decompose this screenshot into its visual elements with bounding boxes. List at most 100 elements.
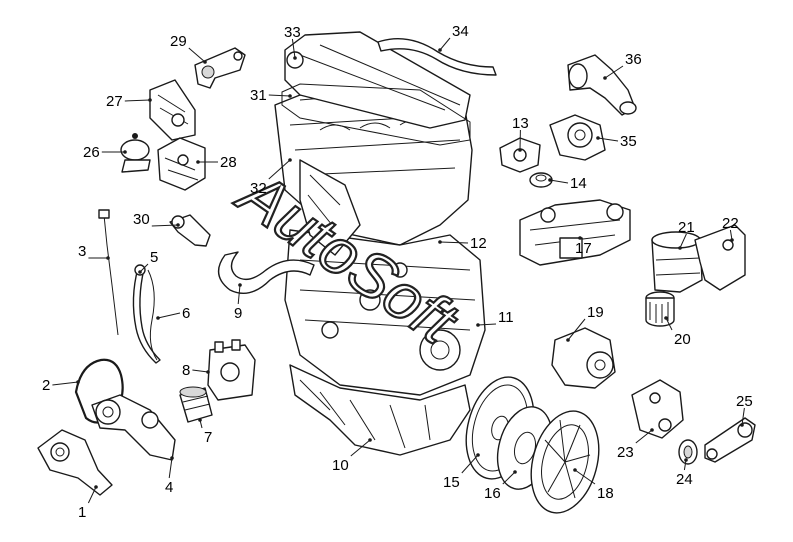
callout-number-19: 19 bbox=[587, 304, 604, 321]
leader-line-9 bbox=[237, 284, 241, 305]
mount-bracket-part-23 bbox=[631, 379, 684, 439]
leader-dot-16 bbox=[513, 470, 517, 474]
callout-number-5: 5 bbox=[150, 249, 158, 266]
leader-dot-13 bbox=[518, 148, 522, 152]
leader-line-16 bbox=[502, 471, 516, 485]
dipstick-part-3 bbox=[98, 209, 119, 336]
leader-dot-31 bbox=[288, 94, 292, 98]
leader-dot-27 bbox=[148, 98, 152, 102]
oil-filter-adapter-part-8 bbox=[207, 339, 256, 401]
callout-number-36: 36 bbox=[625, 51, 642, 68]
oil-filter-part-7 bbox=[179, 386, 213, 423]
filter-element-part-20 bbox=[645, 291, 675, 327]
leader-dot-5 bbox=[138, 270, 142, 274]
bushing-part-24 bbox=[678, 439, 698, 465]
leader-line-11 bbox=[477, 323, 497, 326]
engine-mount-part-29 bbox=[194, 47, 246, 89]
callout-number-22: 22 bbox=[722, 215, 739, 232]
leader-dot-35 bbox=[596, 136, 600, 140]
callout-number-31: 31 bbox=[250, 87, 267, 104]
leader-line-1 bbox=[87, 486, 97, 504]
leader-line-20 bbox=[665, 317, 673, 331]
callout-number-13: 13 bbox=[512, 115, 529, 132]
callout-number-14: 14 bbox=[570, 175, 587, 192]
leader-line-18 bbox=[574, 469, 596, 485]
breather-hose-part-34 bbox=[377, 37, 497, 76]
callout-number-15: 15 bbox=[443, 474, 460, 491]
leader-dot-21 bbox=[678, 246, 682, 250]
leader-line-2 bbox=[52, 381, 79, 386]
callout-number-33: 33 bbox=[284, 24, 301, 41]
callout-number-26: 26 bbox=[83, 144, 100, 161]
callout-number-2: 2 bbox=[42, 377, 50, 394]
leader-dot-26 bbox=[123, 150, 127, 154]
callout-number-29: 29 bbox=[170, 33, 187, 50]
callout-number-25: 25 bbox=[736, 393, 753, 410]
oil-pump-part-1 bbox=[37, 429, 113, 496]
callout-number-28: 28 bbox=[220, 154, 237, 171]
valve-cover-gasket-part-31 bbox=[281, 83, 471, 146]
callout-number-24: 24 bbox=[676, 471, 693, 488]
leader-line-6 bbox=[157, 312, 181, 319]
callout-number-23: 23 bbox=[617, 444, 634, 461]
leader-line-29 bbox=[188, 47, 206, 63]
leader-dot-17 bbox=[578, 236, 582, 240]
leader-dot-30 bbox=[176, 223, 180, 227]
leader-line-21 bbox=[679, 233, 687, 249]
leader-dot-36 bbox=[603, 76, 607, 80]
coolant-outlet-part-36 bbox=[567, 54, 637, 116]
leader-line-36 bbox=[604, 65, 624, 79]
leader-dot-23 bbox=[650, 428, 654, 432]
leader-line-5 bbox=[139, 263, 149, 273]
engine-mount-part-26 bbox=[120, 133, 151, 173]
leader-dot-9 bbox=[238, 283, 242, 287]
leader-dot-11 bbox=[476, 323, 480, 327]
leader-dot-4 bbox=[170, 456, 174, 460]
callout-number-30: 30 bbox=[133, 211, 150, 228]
leader-line-34 bbox=[439, 37, 451, 51]
leader-line-10 bbox=[350, 439, 371, 457]
pump-part-19 bbox=[551, 327, 616, 389]
leader-lines bbox=[52, 37, 745, 504]
leader-dot-33 bbox=[293, 56, 297, 60]
callout-number-7: 7 bbox=[204, 429, 212, 446]
leader-dot-1 bbox=[94, 485, 98, 489]
leader-dot-32 bbox=[288, 158, 292, 162]
leader-line-35 bbox=[597, 137, 619, 142]
leader-line-23 bbox=[635, 429, 653, 444]
callout-number-8: 8 bbox=[182, 362, 190, 379]
leader-line-31 bbox=[268, 94, 291, 97]
callout-number-17: 17 bbox=[575, 240, 592, 257]
callout-number-11: 11 bbox=[498, 309, 514, 326]
leader-dot-34 bbox=[438, 48, 442, 52]
callout-number-6: 6 bbox=[182, 305, 190, 322]
leader-dot-12 bbox=[438, 240, 442, 244]
water-pump-part-35 bbox=[549, 114, 606, 161]
leader-line-27 bbox=[124, 99, 151, 102]
leader-dot-14 bbox=[548, 178, 552, 182]
valve-cover-part-33 bbox=[284, 31, 471, 129]
filter-housing-part-21 bbox=[651, 231, 703, 293]
leader-dot-3 bbox=[106, 256, 110, 260]
callout-number-10: 10 bbox=[332, 457, 349, 474]
leader-dot-8 bbox=[206, 370, 210, 374]
egr-assembly-part-17 bbox=[519, 199, 631, 266]
leader-dot-7 bbox=[198, 418, 202, 422]
callout-number-18: 18 bbox=[597, 485, 614, 502]
leader-line-30 bbox=[151, 224, 179, 227]
callout-number-16: 16 bbox=[484, 485, 501, 502]
leader-line-15 bbox=[461, 454, 479, 474]
leader-line-32 bbox=[268, 159, 291, 180]
leader-dot-24 bbox=[684, 458, 688, 462]
callout-number-21: 21 bbox=[678, 219, 695, 236]
callout-number-9: 9 bbox=[234, 305, 242, 322]
leader-dot-29 bbox=[203, 60, 207, 64]
leader-dot-20 bbox=[664, 316, 668, 320]
dipstick-tube-part-6 bbox=[132, 264, 161, 364]
callout-number-12: 12 bbox=[470, 235, 487, 252]
callout-number-20: 20 bbox=[674, 331, 691, 348]
thermostat-part-14 bbox=[529, 172, 553, 188]
